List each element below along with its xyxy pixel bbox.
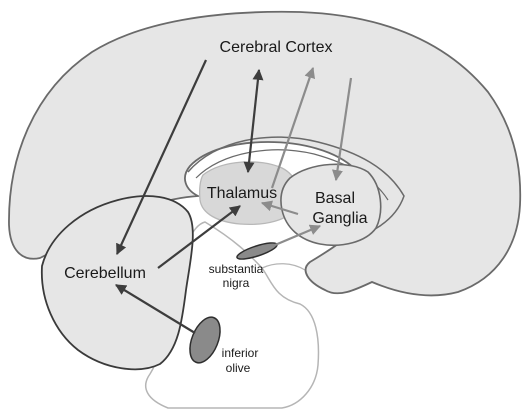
basal-ganglia-label-line2: Ganglia (312, 210, 367, 227)
cerebellum-label: Cerebellum (64, 265, 146, 282)
pons-contour (262, 264, 305, 270)
inferior-olive-label-line1: inferior (222, 346, 259, 360)
cerebral-cortex-label: Cerebral Cortex (220, 39, 333, 56)
inferior-olive-label-line2: olive (226, 361, 251, 375)
thalamus-label: Thalamus (207, 185, 277, 202)
basal-ganglia-label-line1: Basal (315, 190, 355, 207)
substantia-nigra-label-line1: substantia (209, 262, 264, 276)
substantia-nigra-label-line2: nigra (223, 276, 250, 290)
